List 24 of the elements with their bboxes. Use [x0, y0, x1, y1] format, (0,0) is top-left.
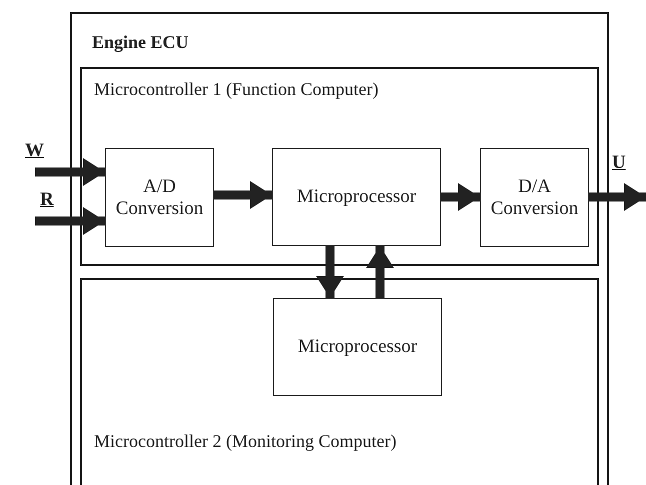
edge-label: R	[39, 190, 55, 209]
arrow	[441, 183, 480, 211]
panel-title: Microcontroller 1 (Function Computer)	[94, 79, 378, 100]
process-box	[273, 298, 442, 396]
arrow	[35, 207, 105, 235]
edge-label: U	[611, 153, 627, 172]
microcontroller-panel	[80, 278, 599, 485]
node-label: Microprocessor	[296, 186, 416, 208]
panel-title: Microcontroller 2 (Monitoring Computer)	[94, 431, 396, 452]
arrow	[589, 183, 646, 211]
node-label: Microprocessor	[298, 336, 418, 358]
arrow	[366, 246, 394, 298]
node-label: D/A Conversion	[490, 176, 580, 220]
arrow	[35, 158, 105, 186]
ecu-frame	[70, 12, 609, 485]
process-box	[272, 148, 441, 246]
edge-label: W	[24, 141, 45, 160]
node-label: A/D Conversion	[114, 176, 204, 220]
process-box	[105, 148, 214, 247]
microcontroller-panel	[80, 67, 599, 266]
arrow	[214, 181, 272, 209]
process-box	[480, 148, 589, 247]
panel-title: Engine ECU	[92, 32, 189, 53]
arrow	[316, 246, 344, 298]
